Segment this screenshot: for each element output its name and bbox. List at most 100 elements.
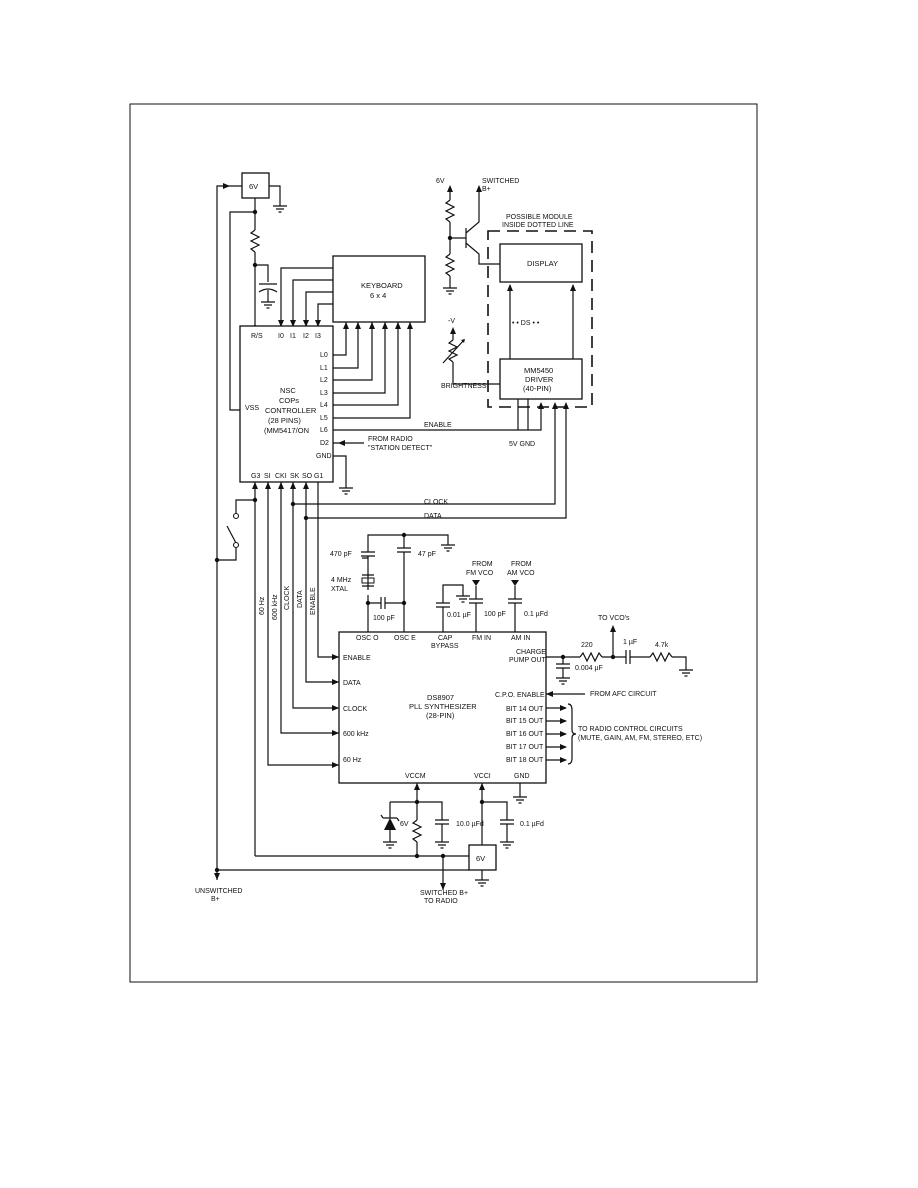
- svg-text:D2: D2: [320, 440, 329, 447]
- svg-text:I1: I1: [290, 333, 296, 340]
- svg-text:(28 PINS): (28 PINS): [268, 416, 301, 425]
- svg-text:0.004 µF: 0.004 µF: [575, 665, 603, 672]
- svg-text:FROM: FROM: [472, 561, 493, 568]
- svg-text:L3: L3: [320, 390, 328, 397]
- svg-text:SI: SI: [264, 473, 271, 480]
- svg-text:L5: L5: [320, 415, 328, 422]
- svg-text:VCCI: VCCI: [474, 773, 491, 780]
- svg-text:5V GND: 5V GND: [509, 441, 535, 448]
- svg-text:BIT 18 OUT: BIT 18 OUT: [506, 757, 544, 764]
- svg-text:TO VCO's: TO VCO's: [598, 615, 630, 622]
- svg-text:L6: L6: [320, 427, 328, 434]
- svg-text:VCCM: VCCM: [405, 773, 426, 780]
- svg-text:220: 220: [581, 642, 593, 649]
- svg-text:GND: GND: [316, 453, 332, 460]
- svg-text:L1: L1: [320, 365, 328, 372]
- svg-text:0.1 µFd: 0.1 µFd: [524, 611, 548, 618]
- switch-icon: [217, 499, 255, 561]
- svg-text:CHARGE: CHARGE: [516, 649, 546, 656]
- svg-text:-V: -V: [448, 318, 455, 325]
- capacitor-icon: [397, 547, 411, 560]
- svg-text:SK: SK: [290, 473, 300, 480]
- svg-text:POSSIBLE MODULE: POSSIBLE MODULE: [506, 214, 573, 221]
- svg-text:L4: L4: [320, 402, 328, 409]
- svg-text:BIT 15 OUT: BIT 15 OUT: [506, 718, 544, 725]
- svg-text:6V: 6V: [436, 178, 445, 185]
- regulator-top: 6V: [241, 172, 270, 199]
- svg-text:I3: I3: [315, 333, 321, 340]
- svg-text:INSIDE DOTTED LINE: INSIDE DOTTED LINE: [502, 222, 574, 229]
- svg-text:OSC E: OSC E: [394, 635, 416, 642]
- svg-text:COPs: COPs: [279, 396, 299, 405]
- svg-text:DATA: DATA: [424, 513, 442, 520]
- svg-text:DRIVER: DRIVER: [525, 375, 554, 384]
- svg-text:L0: L0: [320, 352, 328, 359]
- svg-text:6V: 6V: [249, 182, 258, 191]
- resistor-icon: [444, 253, 456, 277]
- capacitor-icon: [361, 546, 375, 558]
- svg-text:(MUTE, GAIN, AM, FM, STEREO, E: (MUTE, GAIN, AM, FM, STEREO, ETC): [578, 735, 702, 742]
- zener-icon: [380, 802, 400, 849]
- ground-icon: [273, 205, 287, 213]
- svg-text:I2: I2: [303, 333, 309, 340]
- crystal-icon: [361, 574, 375, 587]
- resistor-icon: [411, 819, 423, 843]
- svg-text:6V: 6V: [400, 821, 409, 828]
- svg-text:FROM AFC CIRCUIT: FROM AFC CIRCUIT: [590, 691, 657, 698]
- svg-text:CLOCK: CLOCK: [284, 586, 291, 610]
- svg-text:"STATION DETECT": "STATION DETECT": [368, 445, 433, 452]
- svg-text:6V: 6V: [476, 854, 485, 863]
- svg-text:CLOCK: CLOCK: [343, 706, 367, 713]
- svg-text:L2: L2: [320, 377, 328, 384]
- synthesizer-block: DS8907 PLL SYNTHESIZER (28-PIN) OSC O OS…: [338, 631, 547, 784]
- svg-text:60 Hz: 60 Hz: [259, 596, 266, 615]
- svg-text:0.1 µFd: 0.1 µFd: [520, 821, 544, 828]
- svg-text:B+: B+: [211, 896, 220, 903]
- svg-text:DISPLAY: DISPLAY: [527, 259, 558, 268]
- svg-text:SO: SO: [302, 473, 313, 480]
- svg-text:FROM: FROM: [511, 561, 532, 568]
- svg-text:FM VCO: FM VCO: [466, 570, 494, 577]
- svg-text:10.0 µFd: 10.0 µFd: [456, 821, 484, 828]
- svg-text:AM VCO: AM VCO: [507, 570, 535, 577]
- svg-text:TO RADIO: TO RADIO: [424, 898, 458, 905]
- svg-text:4.7k: 4.7k: [655, 642, 669, 649]
- potentiometer-icon: [447, 339, 459, 363]
- svg-text:PLL SYNTHESIZER: PLL SYNTHESIZER: [409, 702, 477, 711]
- svg-text:GND: GND: [514, 773, 530, 780]
- svg-text:UNSWITCHED: UNSWITCHED: [195, 888, 242, 895]
- capacitor-icon: [258, 283, 278, 309]
- svg-text:I0: I0: [278, 333, 284, 340]
- svg-text:4 MHz: 4 MHz: [331, 577, 352, 584]
- svg-text:OSC O: OSC O: [356, 635, 379, 642]
- svg-text:(MM5417/ON: (MM5417/ON: [264, 426, 309, 435]
- svg-text:AM IN: AM IN: [511, 635, 530, 642]
- svg-text:(28-PIN): (28-PIN): [426, 711, 455, 720]
- svg-text:47 pF: 47 pF: [418, 551, 436, 558]
- driver-block: MM5450 DRIVER (40-PIN): [499, 358, 583, 400]
- svg-text:CKI: CKI: [275, 473, 287, 480]
- svg-text:CLOCK: CLOCK: [424, 499, 448, 506]
- svg-text:470 pF: 470 pF: [330, 551, 352, 558]
- svg-text:BIT 16 OUT: BIT 16 OUT: [506, 731, 544, 738]
- svg-text:BYPASS: BYPASS: [431, 643, 459, 650]
- page-frame: [129, 103, 758, 983]
- keyboard-block: KEYBOARD 6 x 4: [332, 255, 426, 323]
- svg-text:100 pF: 100 pF: [373, 615, 395, 622]
- svg-text:FROM RADIO: FROM RADIO: [368, 436, 413, 443]
- svg-text:DATA: DATA: [297, 590, 304, 608]
- svg-text:BRIGHTNESS: BRIGHTNESS: [441, 383, 487, 390]
- svg-text:C.P.O. ENABLE: C.P.O. ENABLE: [495, 692, 545, 699]
- module-boundary: [487, 230, 593, 408]
- resistor-icon: [249, 229, 261, 253]
- display-block: DISPLAY: [499, 243, 583, 283]
- svg-text:• • DS • •: • • DS • •: [512, 320, 540, 327]
- svg-text:ENABLE: ENABLE: [310, 587, 317, 615]
- svg-text:600 kHz: 600 kHz: [343, 731, 369, 738]
- svg-text:60 Hz: 60 Hz: [343, 757, 362, 764]
- svg-text:MM5450: MM5450: [524, 366, 553, 375]
- transistor-icon: [450, 192, 500, 265]
- resistor-icon: [579, 651, 603, 663]
- svg-text:(40-PIN): (40-PIN): [523, 384, 552, 393]
- svg-text:DS8907: DS8907: [427, 693, 454, 702]
